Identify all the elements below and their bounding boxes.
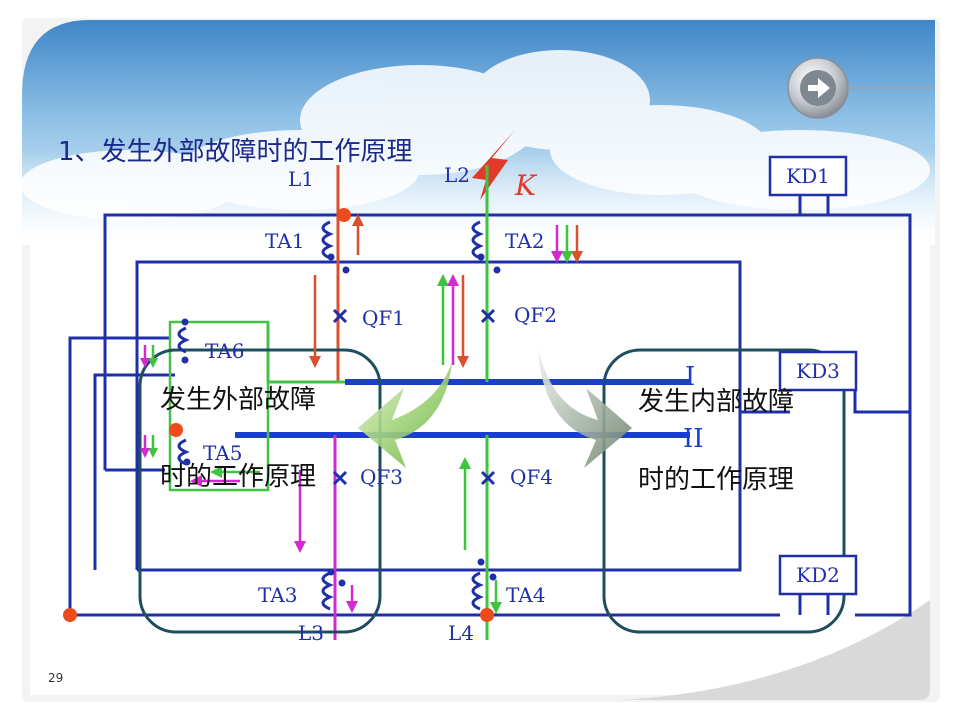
label-ta5: TA5: [203, 441, 242, 465]
secondary-wiring: [68, 195, 912, 617]
relay-kd1: KD1: [768, 155, 848, 197]
label-qf1: QF1: [362, 306, 405, 330]
internal-zone-loop: [602, 348, 846, 634]
label-l3: L3: [298, 621, 324, 645]
external-zone-loop: [138, 348, 382, 634]
page-number: 29: [48, 671, 63, 685]
label-qf4: QF4: [510, 465, 553, 489]
bus-1-label: I: [685, 362, 695, 392]
ta4-coil: [471, 571, 484, 611]
lightning-icon: [472, 130, 515, 200]
label-l4: L4: [448, 621, 474, 645]
ta5-coil: [177, 438, 190, 466]
next-slide-button[interactable]: [787, 57, 849, 119]
curved-arrow-left-icon: [358, 362, 452, 468]
slide-title: 1、发生外部故障时的工作原理: [58, 137, 413, 167]
polarity-dots: [181, 253, 501, 587]
label-l2: L2: [444, 163, 470, 187]
svg-text:KD1: KD1: [786, 164, 830, 188]
ta6-coil: [177, 326, 190, 354]
external-fault-callout-line2: 时的工作原理: [160, 462, 316, 492]
ta1-coil: [321, 220, 334, 260]
label-ta4: TA4: [506, 583, 545, 607]
ta3-coil: [321, 571, 334, 611]
bus-coupler-branch: [168, 320, 345, 492]
label-ta1: TA1: [265, 229, 304, 253]
curved-arrow-right-icon: [538, 348, 632, 468]
arrow-right-icon: [808, 78, 830, 98]
fault-label: K: [514, 169, 538, 202]
internal-fault-callout-line1: 发生内部故障: [638, 387, 794, 417]
junction-nodes: [63, 208, 494, 622]
label-qf2: QF2: [514, 303, 557, 327]
ta2-coil: [471, 220, 484, 260]
relay-kd3: KD3: [778, 350, 858, 392]
external-fault-callout-line1: 发生外部故障: [160, 385, 316, 415]
label-ta3: TA3: [258, 583, 297, 607]
current-arrows: [140, 214, 583, 614]
breaker-marks: [332, 308, 496, 486]
svg-text:KD3: KD3: [796, 359, 840, 383]
label-qf3: QF3: [360, 465, 403, 489]
bus-2-label: II: [683, 424, 704, 454]
current-transformers: [177, 220, 484, 611]
content-area: [30, 240, 930, 695]
svg-text:KD2: KD2: [796, 563, 840, 587]
internal-fault-callout-line2: 时的工作原理: [638, 465, 794, 495]
page-curl: [620, 600, 930, 700]
label-ta6: TA6: [205, 339, 244, 363]
relay-kd2: KD2: [778, 554, 858, 596]
label-ta2: TA2: [505, 229, 544, 253]
label-l1: L1: [288, 167, 314, 191]
